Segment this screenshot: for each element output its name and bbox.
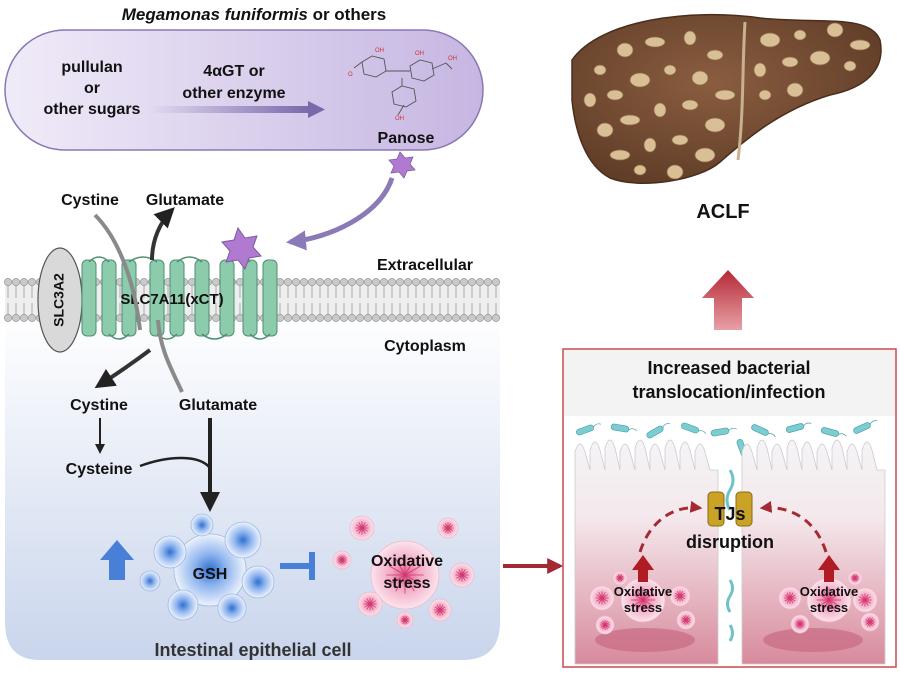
panose-bound-star-icon (221, 226, 262, 271)
left-enterocyte (574, 439, 719, 665)
gut-ox-left-line1: Oxidative (614, 584, 673, 599)
slc7a11-label: SLC7A11(xCT) (120, 291, 223, 308)
cystine-extracellular-label: Cystine (61, 192, 119, 209)
tj-label-line2: disruption (686, 532, 774, 552)
left-increase-arrow (632, 555, 654, 582)
cystine-cytoplasm-label: Cystine (70, 397, 128, 414)
tj-label-line1: TJs (714, 504, 745, 524)
gsh-label: GSH (193, 566, 228, 583)
substrate-line2: or (84, 80, 100, 97)
svg-text:OH: OH (415, 51, 424, 57)
oxidative-stress-cluster (332, 515, 475, 629)
svg-text:OH: OH (395, 116, 404, 122)
svg-text:O: O (348, 72, 353, 78)
right-enterocyte (741, 439, 886, 665)
substrate-line1: pullulan (61, 59, 122, 76)
cytoplasm-label: Cytoplasm (384, 338, 466, 355)
enzyme-line1: 4αGT or (203, 63, 264, 80)
panose-star-icon (388, 151, 416, 179)
glutamate-extracellular-label: Glutamate (146, 192, 224, 209)
cystine-import-arrow (94, 348, 152, 389)
gut-ox-left-line2: stress (624, 600, 662, 615)
cell-label: Intestinal epithelial cell (154, 640, 351, 660)
gut-title-line2: translocation/infection (632, 382, 825, 402)
gut-oxidative-left (589, 570, 696, 635)
cysteine-merge-line (139, 456, 211, 469)
extracellular-label: Extracellular (377, 257, 473, 274)
glutamate-export-arrow (150, 207, 175, 261)
gut-ox-right-line1: Oxidative (800, 584, 859, 599)
oxidative-line2: stress (383, 575, 430, 592)
inhibition-symbol (280, 552, 315, 580)
tight-junction-icon (707, 491, 753, 527)
liver-image (571, 13, 882, 184)
svg-text:OH: OH (448, 56, 457, 62)
gsh-cluster (139, 513, 275, 623)
right-dashed-arrow (759, 501, 828, 553)
panose-label: Panose (378, 130, 435, 147)
enzyme-line2: other enzyme (182, 85, 285, 102)
enzyme-arrow (150, 101, 325, 118)
translocating-bacterium (725, 469, 735, 511)
bacteria-title: Megamonas funiformis or others (122, 5, 387, 24)
panose-arrow (286, 177, 395, 251)
gut-oxidative-right (778, 570, 880, 634)
glutamate-cytoplasm-label: Glutamate (179, 397, 257, 414)
panose-structure-icon: O OH OH OH OH (348, 48, 457, 122)
svg-text:OH: OH (375, 48, 384, 54)
aclf-label: ACLF (696, 201, 749, 223)
gut-title-line1: Increased bacterial (647, 358, 810, 378)
substrate-line3: other sugars (44, 101, 141, 118)
bacteria-capsule (4, 29, 484, 151)
glutamate-export-path (156, 319, 184, 393)
oxidative-line1: Oxidative (371, 553, 443, 570)
epithelial-cell (5, 312, 500, 660)
gsh-increase-arrow (100, 540, 134, 580)
cysteine-label: Cysteine (66, 461, 133, 478)
slc3a2-label: SLC3A2 (51, 273, 67, 327)
gut-ox-right-line2: stress (810, 600, 848, 615)
to-liver-arrow (702, 270, 754, 330)
cystine-import-path (93, 213, 142, 331)
right-increase-arrow (818, 555, 840, 582)
translocating-bacterium-lower (726, 579, 734, 642)
